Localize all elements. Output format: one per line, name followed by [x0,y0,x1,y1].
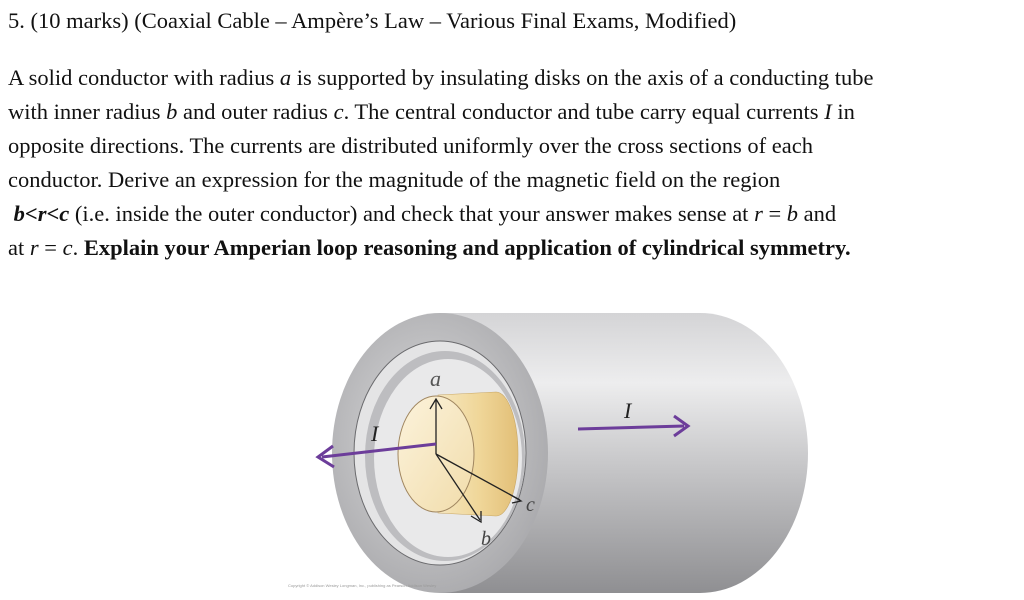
figure-copyright: Copyright © Addison Wesley Longman, Inc.… [288,583,437,588]
radius-a-arrowhead [429,397,443,410]
radius-c-arrow [435,453,521,501]
current-left-arrowhead [315,444,335,469]
label-current-left: I [370,421,380,446]
label-b: b [481,528,491,550]
question-line-5: b<r<c (i.e. inside the outer conductor) … [13,201,837,226]
current-right-arrowhead [673,414,691,438]
label-c: c [526,494,535,516]
question-title: 5. (10 marks) (Coaxial Cable – Ampère’s … [8,8,737,33]
question-line-3: opposite directions. The currents are di… [8,133,813,158]
question-line-2: with inner radius b and outer radius c. … [8,99,855,124]
question-line-6: at r = c. Explain your Amperian loop rea… [8,235,851,260]
radius-b-arrowhead [470,511,482,524]
question-line-4: conductor. Derive an expression for the … [8,167,781,192]
label-a: a [430,366,441,391]
label-current-right: I [623,398,633,423]
question-text: A solid conductor with radius a is suppo… [8,61,1018,265]
question-line-1: A solid conductor with radius a is suppo… [8,65,874,90]
radius-c-arrowhead [508,493,523,504]
current-right-arrow [577,424,685,431]
radius-b-arrow [435,453,481,521]
current-left-arrow [321,442,437,459]
